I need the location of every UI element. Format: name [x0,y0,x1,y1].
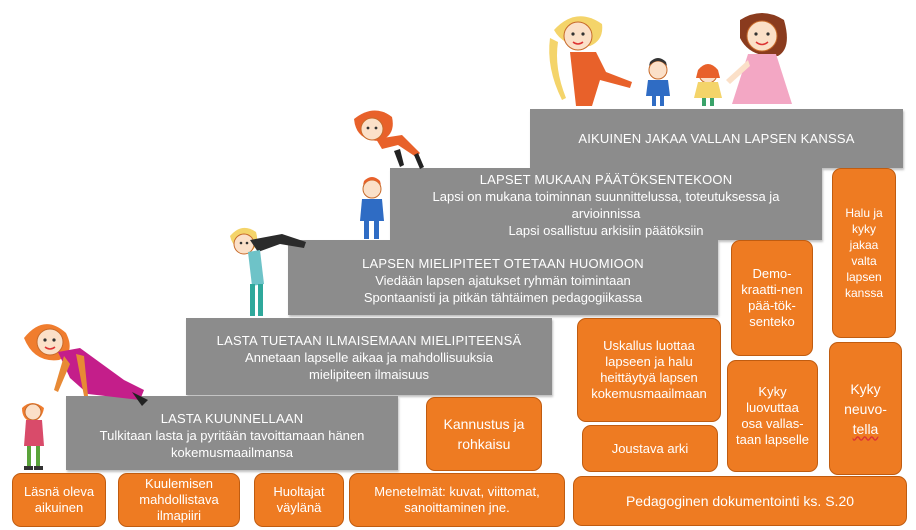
box-ability-to-negotiate: Kyky neuvo- tella [829,342,902,475]
step-line: Lapsi osallistuu arkisiin päätöksiin [508,223,704,238]
step-line: Spontaanisti ja pitkän tähtäimen pedagog… [363,290,643,305]
box-pedagogical-documentation: Pedagoginen dokumentointi ks. S.20 [573,476,907,526]
box-label: Demo-kraatti-nen pää-tök-senteko [741,266,803,329]
step-3-opinions-considered: LAPSEN MIELIPITEET OTETAAN HUOMIOON Vied… [288,240,718,315]
step-2-supported-expression: LASTA TUETAAN ILMAISEMAAN MIELIPITEENSÄ … [186,318,552,395]
box-label: Kyky neuvo- [844,380,887,417]
step-title: AIKUINEN JAKAA VALLAN LAPSEN KANSSA [578,131,855,146]
box-label: Huoltajat väylänä [273,484,325,515]
box-label: Joustava arki [611,440,689,456]
box-label: Läsnä oleva aikuinen [23,484,95,515]
step-5-share-power: AIKUINEN JAKAA VALLAN LAPSEN KANSSA [530,109,903,168]
step-line: arvioinnissa [571,206,641,221]
step-title: LASTA TUETAAN ILMAISEMAAN MIELIPITEENSÄ [216,333,522,348]
box-label: Menetelmät: kuvat, viittomat, sanoittami… [374,484,540,515]
family-drawing [549,13,792,106]
box-courage-trust: Uskallus luottaa lapseen ja halu heittäy… [577,318,721,422]
adult-crawling-drawing [22,324,148,470]
box-methods: Menetelmät: kuvat, viittomat, sanoittami… [349,473,565,527]
step-line: Tulkitaan lasta ja pyritään tavoittamaan… [99,428,365,443]
step-4-decision-making: LAPSET MUKAAN PÄÄTÖKSENTEKOON Lapsi on m… [390,168,822,240]
step-title: LASTA KUUNNELLAAN [160,411,304,426]
box-label: Uskallus luottaa lapseen ja halu heittäy… [591,338,707,401]
box-label-underlined: tella [852,420,879,437]
step-line: Viedään lapsen ajatukset ryhmän toiminta… [375,273,631,288]
step-line: Lapsi on mukana toiminnan suunnittelussa… [432,189,780,204]
children-pair-drawing [354,110,424,239]
box-democratic-decision: Demo-kraatti-nen pää-tök-senteko [731,240,813,356]
step-line: mielipiteen ilmaisuus [309,367,429,382]
box-label: Kannustus ja rohkaisu [443,416,525,452]
box-label: Pedagoginen dokumentointi ks. S.20 [625,493,855,509]
box-label: Kyky luovuttaa osa vallas-taan lapselle [736,384,809,447]
step-line: kokemusmaailmansa [170,445,294,460]
box-guardians-channel: Huoltajat väylänä [254,473,344,527]
box-encouragement: Kannustus ja rohkaisu [426,397,542,471]
box-ability-to-hand-over: Kyky luovuttaa osa vallas-taan lapselle [727,360,818,472]
box-label: Kuulemisen mahdollistava ilmapiiri [139,476,219,523]
step-title: LAPSET MUKAAN PÄÄTÖKSENTEKOON [479,172,733,187]
box-flexible-everyday: Joustava arki [582,425,718,472]
child-climbing-drawing [230,227,306,316]
box-will-to-share-power: Halu ja kyky jakaa valta lapsen kanssa [832,168,896,338]
step-1-listened: LASTA KUUNNELLAAN Tulkitaan lasta ja pyr… [66,396,398,470]
box-listening-atmosphere: Kuulemisen mahdollistava ilmapiiri [118,473,240,527]
box-label: Halu ja kyky jakaa valta lapsen kanssa [844,206,884,300]
box-present-adult: Läsnä oleva aikuinen [12,473,106,527]
step-title: LAPSEN MIELIPITEET OTETAAN HUOMIOON [362,256,644,271]
step-line: Annetaan lapselle aikaa ja mahdollisuuks… [245,350,493,365]
